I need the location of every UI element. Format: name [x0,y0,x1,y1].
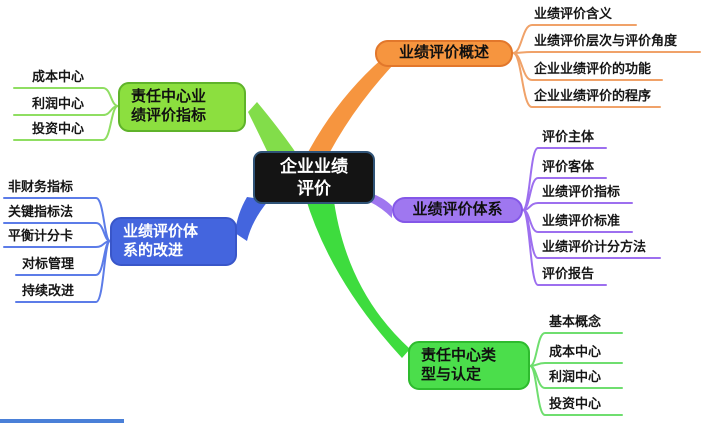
child-topic[interactable]: 投资中心 [549,396,602,411]
central-topic-node[interactable]: 企业业绩 评价 [253,151,375,204]
branch-curve-rc-types [305,194,410,358]
bottom-left-partial-bar [0,419,124,423]
branch-node-rc-types[interactable]: 责任中心类 型与认定 [408,341,530,390]
child-topic[interactable]: 利润中心 [32,96,85,111]
child-topic[interactable]: 利润中心 [549,369,602,384]
child-connector [512,52,661,108]
child-topic[interactable]: 基本概念 [549,314,602,329]
child-topic[interactable]: 关键指标法 [8,204,74,219]
child-connector [529,365,623,416]
branch-label-rc-indicators: 责任中心业 绩评价指标 [131,88,207,124]
branch-label-overview: 业绩评价概述 [398,44,489,62]
child-topic[interactable]: 评价报告 [542,266,595,281]
branch-curve-overview [298,57,393,178]
central-topic-label: 企业业绩 评价 [280,157,348,198]
child-topic[interactable]: 业绩评价层次与评价角度 [534,33,678,48]
branch-node-system[interactable]: 业绩评价体系 [392,197,523,223]
child-topic[interactable]: 非财务指标 [8,179,74,194]
child-connector [13,105,119,141]
branch-label-improvement: 业绩评价体 系的改进 [123,222,199,259]
child-topic[interactable]: 业绩评价标准 [542,213,621,228]
child-topic[interactable]: 成本中心 [549,344,602,359]
branch-label-system: 业绩评价体系 [412,200,503,218]
child-topic[interactable]: 企业业绩评价的程序 [534,88,652,103]
child-connector [512,51,701,54]
child-connector [529,362,623,367]
branch-node-improvement[interactable]: 业绩评价体 系的改进 [110,217,237,266]
branch-node-rc-indicators[interactable]: 责任中心业 绩评价指标 [118,82,246,132]
child-topic[interactable]: 业绩评价指标 [542,184,621,199]
child-topic[interactable]: 企业业绩评价的功能 [534,61,652,76]
child-topic[interactable]: 业绩评价含义 [534,6,613,21]
child-topic[interactable]: 持续改进 [22,283,75,298]
branch-node-overview[interactable]: 业绩评价概述 [375,40,513,67]
child-connector [15,240,111,303]
child-topic[interactable]: 成本中心 [32,69,85,84]
branch-curve-improvement [235,197,269,241]
child-topic[interactable]: 评价客体 [542,159,595,174]
child-connector [529,332,623,367]
child-connector [522,209,607,286]
child-topic[interactable]: 平衡计分卡 [8,228,74,243]
child-topic[interactable]: 业绩评价计分方法 [542,239,647,254]
child-topic[interactable]: 对标管理 [22,256,75,271]
child-topic[interactable]: 投资中心 [32,121,85,136]
branch-curve-system [370,193,392,218]
child-connector [522,202,633,211]
branch-label-rc-types: 责任中心类 型与认定 [421,346,497,383]
child-topic[interactable]: 评价主体 [542,129,595,144]
